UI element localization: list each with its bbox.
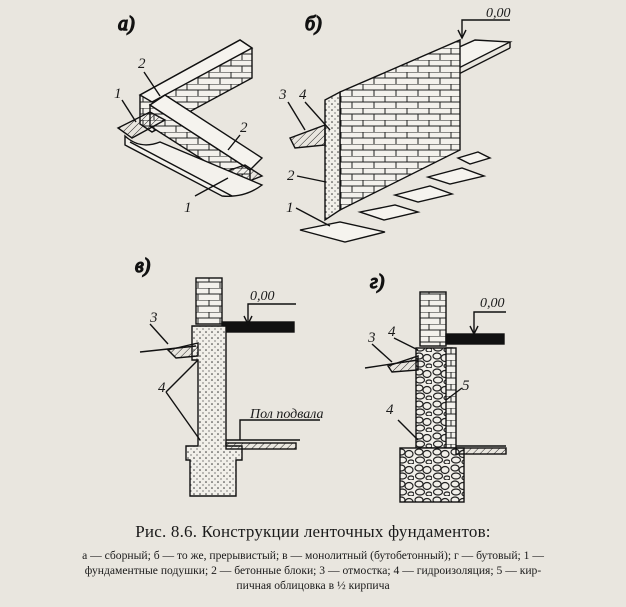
panel-a-callout-2: 2 bbox=[138, 56, 146, 72]
panel-a-callout-1b: 1 bbox=[184, 200, 192, 216]
panel-g-drawing: г) bbox=[364, 270, 507, 503]
foundation-drawings: а) 1 2 2 1 б) bbox=[114, 6, 513, 503]
panel-a-callout-1: 1 bbox=[114, 86, 122, 102]
panel-g-callout-4: 4 bbox=[388, 324, 396, 340]
panel-b-drawing: б) bbox=[287, 12, 513, 243]
panel-v-level-mark: 0,00 bbox=[250, 289, 275, 304]
legend-line-3: пичная облицовка в ½ кирпича bbox=[236, 579, 390, 592]
panel-g-callout-3: 3 bbox=[367, 330, 376, 346]
panel-g-label: г) bbox=[370, 271, 385, 293]
panel-g-callout-4b: 4 bbox=[386, 402, 394, 418]
panel-a-callout-2b: 2 bbox=[240, 120, 248, 136]
panel-b-callout-4: 4 bbox=[299, 87, 307, 103]
panel-a-label: а) bbox=[118, 13, 135, 35]
figure-caption: Рис. 8.6. Конструкции ленточных фундамен… bbox=[135, 522, 491, 541]
panel-b-callout-1: 1 bbox=[286, 200, 294, 216]
panel-v-callout-3: 3 bbox=[149, 310, 158, 326]
panel-v-callout-4: 4 bbox=[158, 380, 166, 396]
figure-legend: а — сборный; б — то же, прерывистый; в —… bbox=[6, 548, 620, 593]
panel-a-drawing: а) bbox=[116, 12, 264, 197]
panel-v-label: в) bbox=[135, 255, 151, 277]
panel-b-callout-3: 3 bbox=[278, 87, 287, 103]
panel-b-callout-2: 2 bbox=[287, 168, 295, 184]
panel-g-callout-5: 5 bbox=[462, 378, 470, 394]
panel-g-level-mark: 0,00 bbox=[480, 296, 505, 311]
panel-v-drawing: в) bbox=[134, 254, 320, 497]
panel-b-level-mark: 0,00 bbox=[486, 6, 511, 21]
legend-line-1: а — сборный; б — то же, прерывистый; в —… bbox=[82, 549, 544, 562]
basement-floor-label: Пол подвала bbox=[249, 407, 324, 422]
legend-line-2: фундаментные подушки; 2 — бетонные блоки… bbox=[84, 564, 542, 577]
panel-b-label: б) bbox=[305, 13, 322, 35]
